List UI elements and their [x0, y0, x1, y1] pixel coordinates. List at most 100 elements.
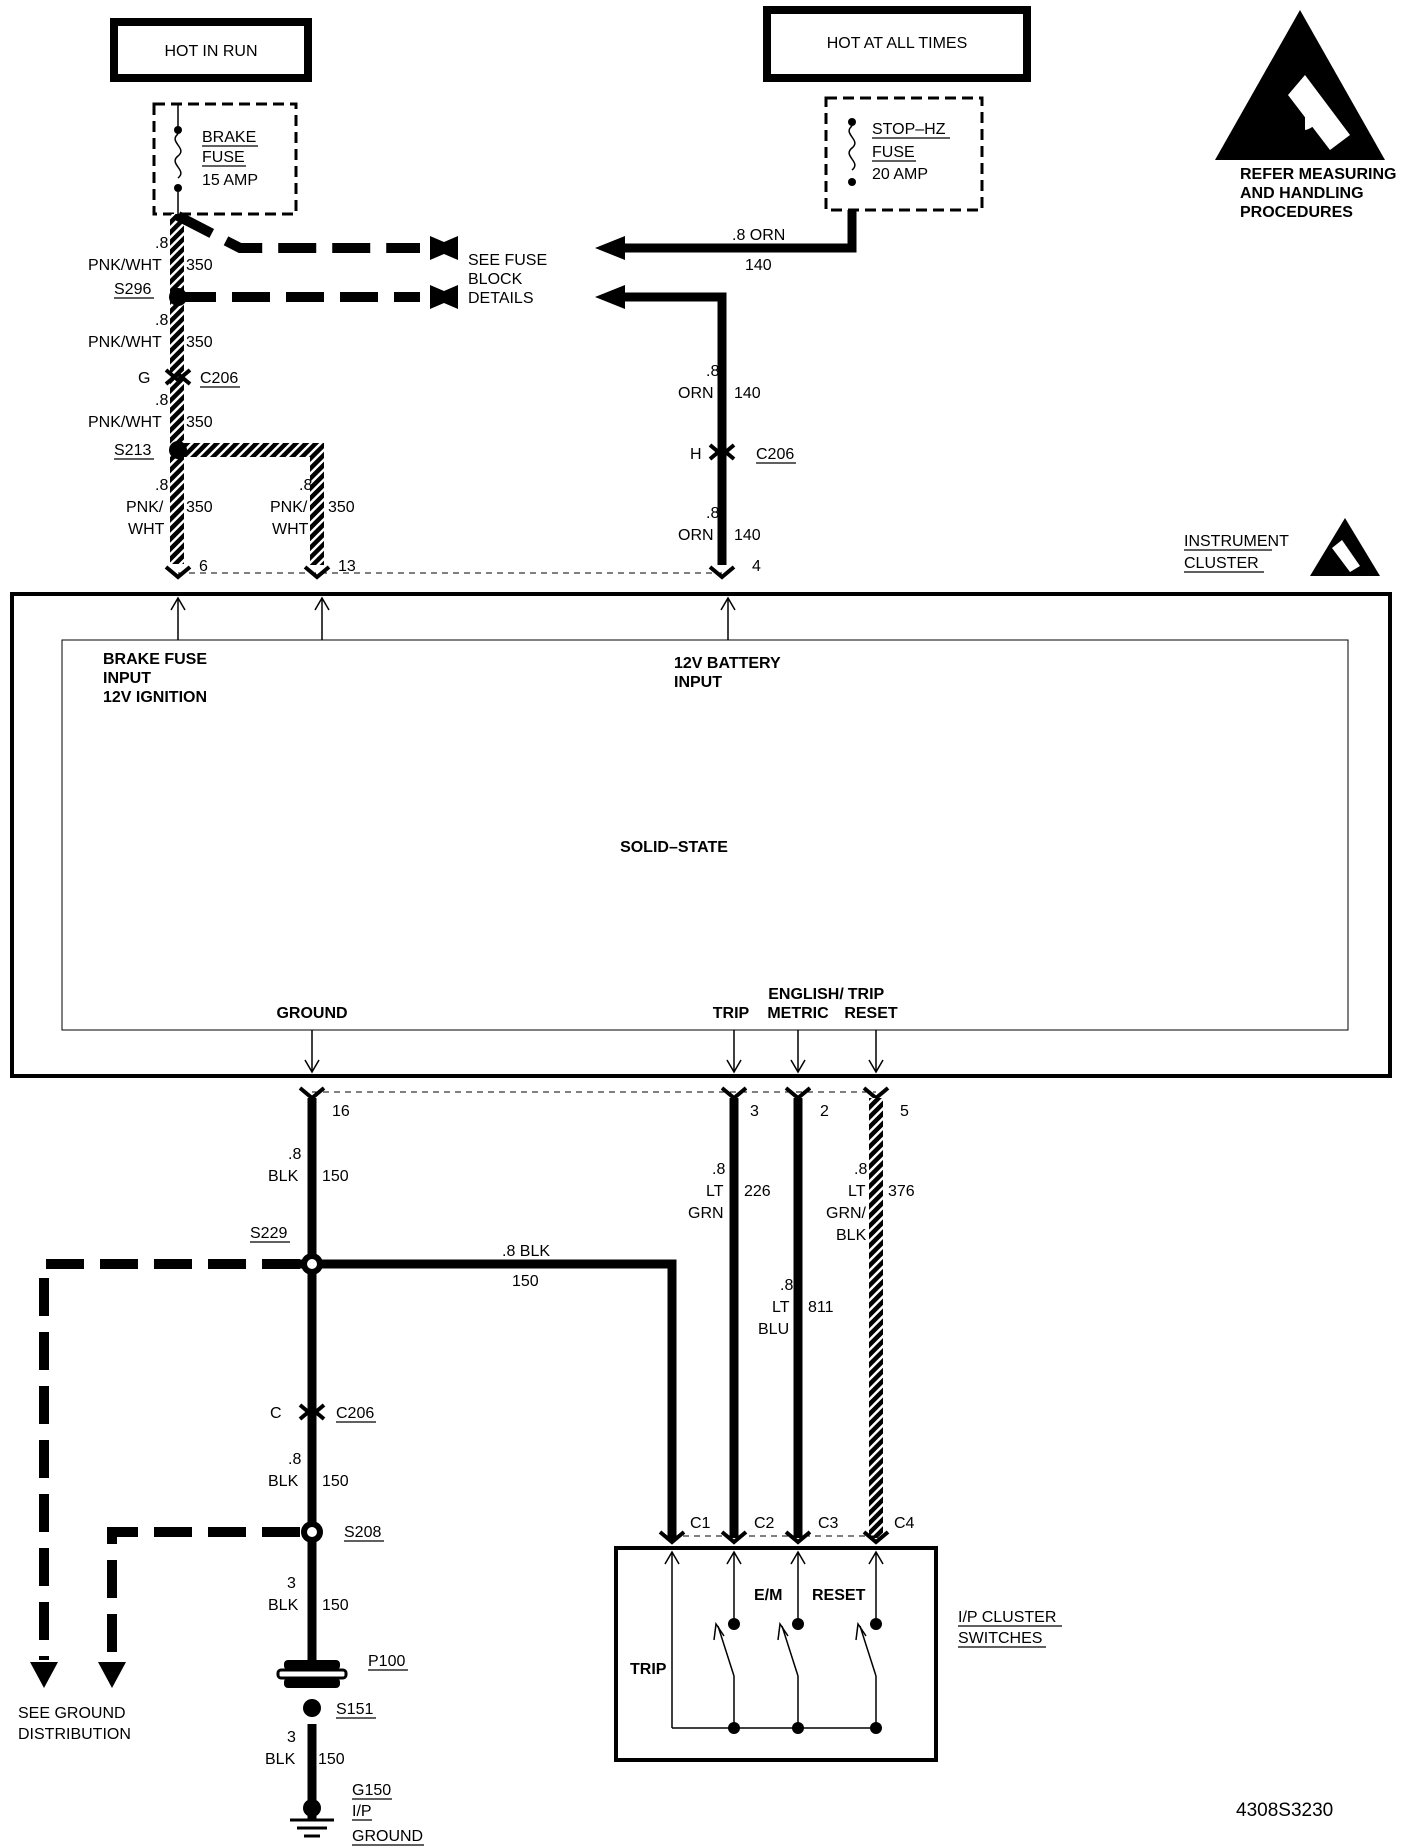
wire-orn-top-label: .8 ORN [732, 227, 785, 244]
switch-connector-terminals [658, 1530, 890, 1545]
reset-switch-icon[interactable] [855, 1618, 882, 1734]
pin-16-label: 16 [332, 1103, 350, 1120]
wire-color-13a: LT [848, 1183, 866, 1200]
splice-s151-label: S151 [336, 1701, 373, 1718]
trip-output-label: TRIP [713, 1005, 750, 1022]
wire-orn-top-circuit: 140 [745, 257, 772, 274]
english-output-label: ENGLISH/ [768, 986, 844, 1003]
cluster-label-line2: CLUSTER [1184, 555, 1259, 572]
cluster-label-line1: INSTRUMENT [1184, 533, 1289, 550]
c4-label: C4 [894, 1515, 915, 1532]
wire-circuit-14: 811 [808, 1299, 834, 1316]
wire-circuit-9: 150 [322, 1473, 349, 1490]
pin-c-label: C [270, 1405, 282, 1422]
wire-color-14a: LT [772, 1299, 790, 1316]
ground-distribution-branch-1 [39, 1259, 300, 1660]
wire-blk-top-circuit: 150 [512, 1273, 539, 1290]
wire-circuit-11: 150 [318, 1751, 345, 1768]
wire-150-blk-to-switches [300, 1259, 677, 1540]
pin-6-label: 6 [199, 558, 208, 575]
ground-ref-line1: SEE GROUND [18, 1705, 126, 1722]
splice-s213-label: S213 [114, 442, 151, 459]
ground-point-location: I/P [352, 1803, 372, 1820]
switch-internal-wiring [664, 1550, 884, 1729]
fuse-block-branch-1 [175, 211, 420, 253]
wire-gauge-9: .8 [288, 1451, 301, 1468]
c2-label: C2 [754, 1515, 775, 1532]
hot-in-run-box: HOT IN RUN [110, 18, 312, 82]
trip-reset-top-label: TRIP [848, 986, 885, 1003]
wire-color-10: BLK [268, 1597, 299, 1614]
figure-id: 4308S3230 [1236, 1800, 1333, 1821]
ground-output-label: GROUND [276, 1005, 347, 1022]
reset-output-label: RESET [844, 1005, 898, 1022]
wire-gauge-6: .8 [706, 363, 719, 380]
wire-color-11: BLK [265, 1751, 296, 1768]
wire-circuit-13: 376 [888, 1183, 915, 1200]
splice-s208-label: S208 [344, 1524, 381, 1541]
brake-input-line3: 12V IGNITION [103, 689, 207, 706]
wire-gauge-14: .8 [780, 1277, 793, 1294]
wire-gauge-3: .8 [155, 392, 168, 409]
wire-gauge-1: .8 [155, 235, 168, 252]
wire-color-9: BLK [268, 1473, 299, 1490]
battery-input-line1: 12V BATTERY [674, 655, 781, 672]
wire-color-3: PNK/WHT [88, 414, 162, 431]
switches-label-line2: SWITCHES [958, 1630, 1042, 1647]
wire-gauge-2: .8 [155, 312, 168, 329]
wire-color-7: ORN [678, 527, 714, 544]
wire-color-2: PNK/WHT [88, 334, 162, 351]
brake-fuse-name: BRAKE [202, 129, 256, 146]
ground-point-word: GROUND [352, 1828, 423, 1845]
c3-label: C3 [818, 1515, 839, 1532]
wire-gauge-13: .8 [854, 1161, 867, 1178]
pass-through-p100 [276, 1660, 348, 1688]
stop-hz-fuse-word: FUSE [872, 144, 915, 161]
wire-gauge-8: .8 [288, 1146, 301, 1163]
pin-4-label: 4 [752, 558, 761, 575]
hot-in-run-label: HOT IN RUN [164, 43, 257, 60]
connector-c206-g [164, 368, 192, 386]
hot-at-all-times-box: HOT AT ALL TIMES [763, 6, 1031, 82]
wire-circuit-2: 350 [186, 334, 213, 351]
wire-gauge-4: .8 [155, 477, 168, 494]
em-switch-label: E/M [754, 1587, 782, 1604]
pin-3-label: 3 [750, 1103, 759, 1120]
stop-hz-fuse-rating: 20 AMP [872, 166, 928, 183]
wire-color-13b: GRN/ [826, 1205, 867, 1222]
instrument-cluster-box [10, 592, 1392, 1078]
solid-state-label: SOLID–STATE [620, 839, 728, 856]
esd-note-line2: AND HANDLING [1240, 185, 1364, 202]
wire-140-orn-to-cluster [620, 292, 727, 565]
connector-c206-c [298, 1403, 326, 1421]
ground-distribution-branch-2 [107, 1527, 300, 1660]
wire-circuit-4: 350 [186, 499, 213, 516]
wire-gauge-10: 3 [287, 1575, 296, 1592]
connector-c206-h [708, 443, 736, 461]
cluster-output-arrows [304, 1030, 884, 1074]
wire-gauge-5: .8 [299, 477, 312, 494]
wire-circuit-3: 350 [186, 414, 213, 431]
battery-input-line2: INPUT [674, 674, 722, 691]
brake-fuse-rating: 15 AMP [202, 172, 258, 189]
pin-2-label: 2 [820, 1103, 829, 1120]
wire-color-5b: WHT [272, 521, 309, 538]
splice-s296-label: S296 [114, 281, 151, 298]
metric-output-label: METRIC [767, 1005, 829, 1022]
wire-circuit-8: 150 [322, 1168, 349, 1185]
cluster-input-arrows [170, 596, 736, 640]
em-switch-icon[interactable] [777, 1618, 804, 1734]
ground-point-id: G150 [352, 1782, 391, 1799]
switches-label-line1: I/P CLUSTER [958, 1609, 1056, 1626]
wire-circuit-12: 226 [744, 1183, 771, 1200]
ip-cluster-switches-box [614, 1546, 938, 1762]
stop-hz-fuse-name: STOP–HZ [872, 121, 946, 138]
cluster-top-terminals [164, 565, 736, 580]
wire-gauge-12: .8 [712, 1161, 725, 1178]
trip-switch-icon[interactable] [713, 1618, 740, 1734]
wire-circuit-7: 140 [734, 527, 761, 544]
wire-color-12b: GRN [688, 1205, 724, 1222]
wire-color-8: BLK [268, 1168, 299, 1185]
pin-h-label: H [690, 446, 702, 463]
